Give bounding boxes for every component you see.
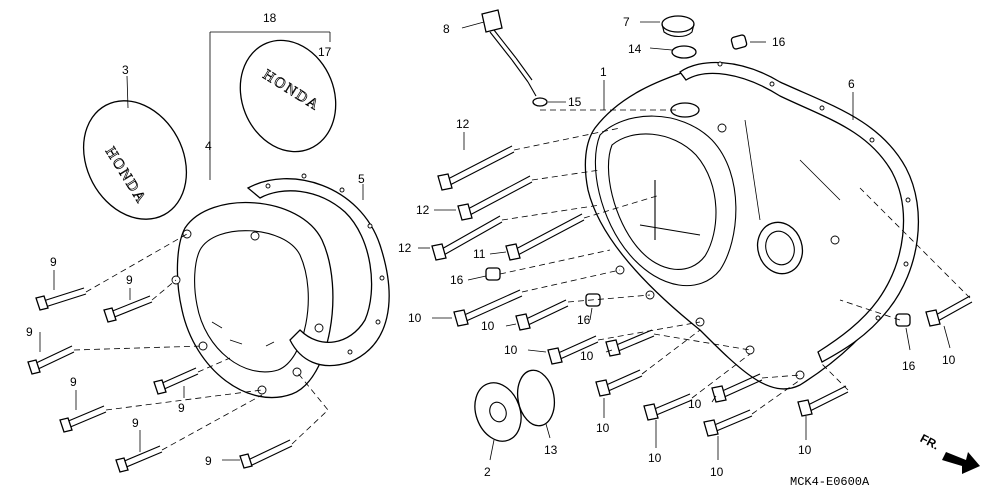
cover-plate-part-3: HONDA [82,100,188,220]
bolt-part-9-b [103,295,153,323]
label-9-g: 9 [205,454,212,468]
label-9-a: 9 [50,255,57,269]
label-12-a: 12 [456,117,470,131]
bolt-part-9-e [59,405,107,433]
label-9-c: 9 [26,325,33,339]
cover-plate-part-17: HONDA [239,39,337,153]
o-ring-part-14 [671,45,697,59]
dowel-pin-part-16-a [730,34,748,50]
dipstick-part-8 [481,9,537,97]
label-9-f: 9 [132,416,139,430]
label-10-d: 10 [580,349,594,363]
gasket-part-5 [246,173,390,367]
label-9-e: 9 [178,401,185,415]
label-10-e: 10 [596,421,610,435]
filler-cap-part-7 [661,15,695,38]
bolt-part-9-a [35,287,87,311]
bolt-part-10-c [547,335,599,365]
label-9-b: 9 [126,273,133,287]
label-10-b: 10 [481,319,495,333]
label-14: 14 [628,42,642,56]
bolt-part-10-a [453,289,523,327]
label-7: 7 [623,15,630,29]
bolt-part-10-j [925,295,973,327]
label-2: 2 [484,465,491,479]
callout-labels: 18 17 3 4 5 9 9 9 9 9 9 9 8 7 14 16 1 15… [26,11,956,479]
label-17: 17 [318,45,332,59]
label-9-d: 9 [70,375,77,389]
bolt-part-10-i [797,385,849,417]
label-12-b: 12 [416,203,430,217]
o-ring-part-13 [516,369,556,427]
label-10-c: 10 [504,343,518,357]
label-16-c: 16 [577,313,591,327]
gasket-part-6 [679,61,920,363]
bolt-part-10-d [605,329,655,357]
label-12-c: 12 [398,241,412,255]
direction-arrow-icon [942,452,980,474]
bolt-part-10-h [703,409,753,437]
crankcase-cover-part-1 [584,66,913,390]
label-18: 18 [263,11,277,25]
direction-label: FR. [918,431,942,452]
dowel-pin-part-16-d [895,313,911,327]
bolt-part-12-a [437,145,515,191]
bolt-part-10-e [595,369,643,397]
o-ring-part-15 [532,97,548,107]
label-10-g: 10 [688,397,702,411]
label-10-i: 10 [798,443,812,457]
bolt-part-12-c [431,215,503,261]
cap-part-2 [474,382,522,442]
label-8: 8 [443,22,450,36]
bolt-part-9-c [27,345,75,375]
bolt-part-9-f [115,445,163,473]
dowel-pin-part-16-b [485,267,501,281]
cover-ring-part-4 [171,201,334,399]
label-5: 5 [358,172,365,186]
label-10-h: 10 [710,465,724,479]
label-1: 1 [600,65,607,79]
label-16-d: 16 [902,359,916,373]
bolt-part-11 [505,213,585,261]
bolt-part-9-g [239,439,293,469]
label-3: 3 [122,63,129,77]
label-10-a: 10 [408,311,422,325]
label-16-b: 16 [450,273,464,287]
bolt-part-12-b [457,175,533,221]
label-10-f: 10 [648,451,662,465]
diagram-code: MCK4-E0600A [790,475,870,489]
front-direction-indicator: FR. [918,431,980,474]
label-13: 13 [544,443,558,457]
label-4: 4 [205,139,212,153]
bolt-part-10-b [515,299,569,331]
bolt-part-10-f [643,393,693,421]
label-10-j: 10 [942,353,956,367]
label-11: 11 [473,247,486,261]
bolt-part-9-d [153,367,199,395]
label-16-a: 16 [772,35,786,49]
label-6: 6 [848,77,855,91]
label-15: 15 [568,95,582,109]
